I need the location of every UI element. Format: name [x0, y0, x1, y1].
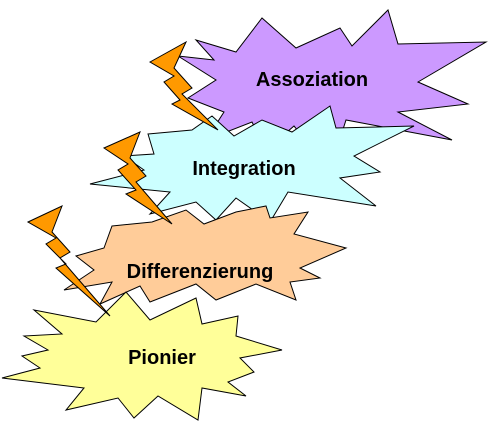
stage-integration: Integration — [89, 105, 415, 223]
stage-label-pionier: Pionier — [128, 347, 196, 369]
stage-label-assoziation: Assoziation — [256, 69, 368, 91]
stage-pionier: Pionier — [1, 291, 283, 421]
lightning-bolt-icon-2 — [102, 131, 173, 225]
burst-integration — [89, 105, 415, 223]
lightning-bolt-icon-1 — [148, 40, 219, 131]
stage-label-differenzierung: Differenzierung — [127, 261, 274, 283]
burst-assoziation — [177, 9, 488, 172]
lightning-bolt-icon-3 — [26, 205, 111, 317]
stage-assoziation: Assoziation — [177, 9, 488, 172]
burst-differenzierung — [63, 205, 348, 306]
stage-differenzierung: Differenzierung — [63, 205, 348, 306]
burst-pionier — [1, 291, 283, 421]
stage-label-integration: Integration — [192, 158, 295, 180]
